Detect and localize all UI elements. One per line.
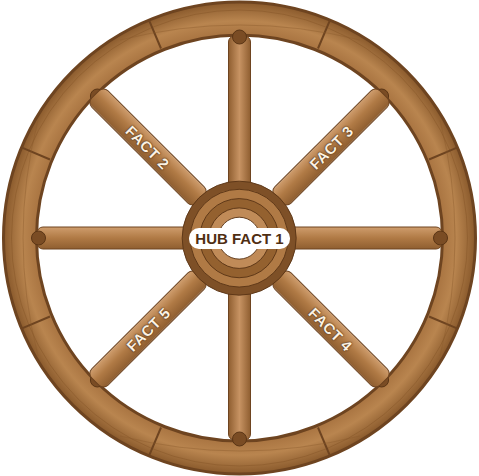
spoke-bar: FACT 5 (87, 268, 210, 391)
spoke-label: FACT 2 (123, 121, 174, 172)
spoke-label: FACT 5 (123, 304, 174, 355)
spoke-bar: FACT 4 (269, 268, 392, 391)
wheel-rim (4, 2, 476, 474)
spoke-bar: FACT 3 (269, 85, 392, 208)
spoke-label: FACT 4 (305, 304, 356, 355)
spoke-knobs (32, 30, 448, 446)
spoke-label: FACT 3 (305, 121, 356, 172)
hub-circle: HUB FACT 1 (181, 180, 297, 296)
hub-label: HUB FACT 1 (189, 228, 289, 249)
spokes (37, 36, 442, 440)
spoke-bar: FACT 2 (87, 85, 210, 208)
